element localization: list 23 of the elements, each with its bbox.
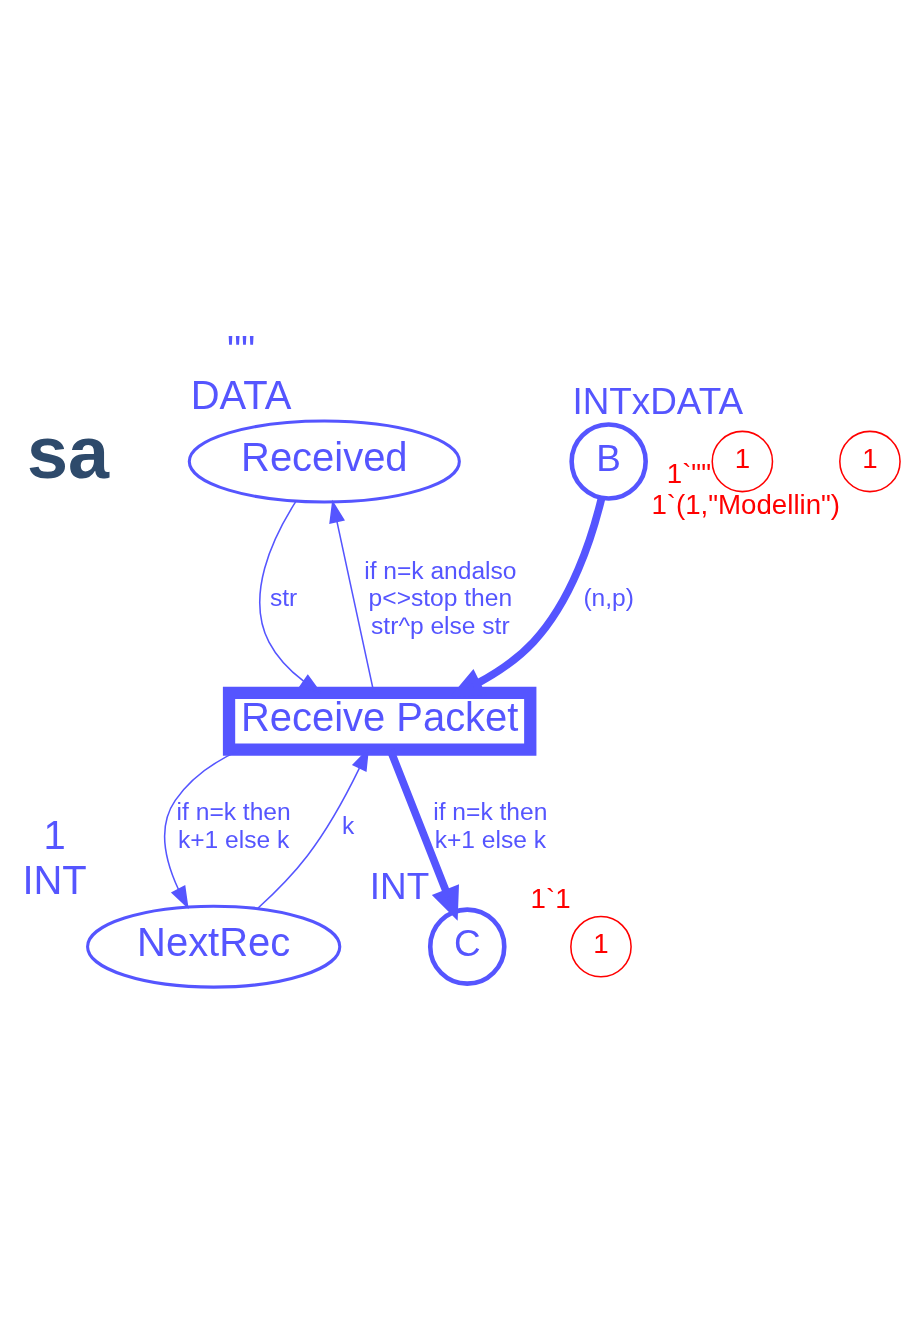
edge-label: if n=k then k+1 else k xyxy=(176,798,291,853)
node-label: 1 xyxy=(43,813,66,858)
edge-label: str xyxy=(269,584,298,612)
node-circle: 1 xyxy=(570,915,632,978)
node-label: "" xyxy=(226,328,256,373)
edge-label: (n,p) xyxy=(583,584,634,612)
label: sa xyxy=(26,411,109,495)
node-label: INTxDATA xyxy=(572,381,744,423)
edge-label: k xyxy=(342,811,355,839)
node-label: INT xyxy=(369,866,430,908)
node-label: 1`"" xyxy=(666,458,711,490)
node-circle: C xyxy=(427,907,507,986)
node-ellipse: NextRec xyxy=(86,904,342,989)
node-circle: B xyxy=(569,422,648,501)
node-label: 1`1 xyxy=(530,882,571,914)
node-circle: 1 xyxy=(711,430,774,493)
node-ellipse: Received xyxy=(187,419,461,504)
node-label: DATA xyxy=(190,372,292,417)
edge-label: if n=k andalso p<>stop then str^p else str xyxy=(364,556,517,640)
node-label: INT xyxy=(22,857,87,902)
node-circle: 1 xyxy=(839,430,901,493)
node-box: Receive Packet xyxy=(222,686,537,756)
edge-label: if n=k then k+1 else k xyxy=(433,798,548,853)
